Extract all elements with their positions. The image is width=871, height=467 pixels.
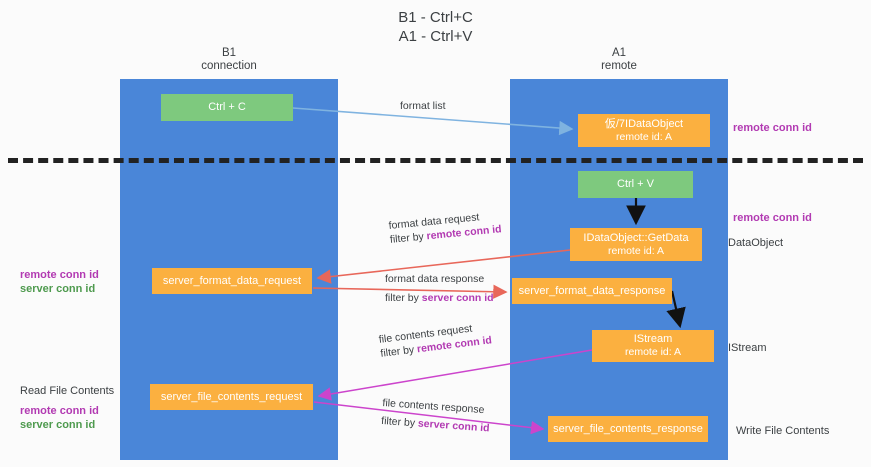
phase-divider	[8, 158, 863, 163]
edge-label-format-list-text: format list	[400, 100, 446, 112]
edge-label-file-contents-response-filter: filter by server conn id	[381, 414, 490, 436]
edge-label-file-contents-request: file contents request filter by remote c…	[378, 319, 493, 360]
edge-label-format-data-request: format data request filter by remote con…	[388, 208, 502, 247]
side-label-dataobject-text: DataObject	[728, 237, 784, 249]
node-dataobject-remote-id: remote id: A	[615, 130, 673, 143]
side-label-write-file-contents: Write File Contents	[736, 424, 829, 438]
node-server-format-data-response-label: server_format_data_response	[518, 284, 666, 297]
node-server-format-data-request-label: server_format_data_request	[162, 274, 302, 287]
lane-header-b1-line2: connection	[201, 60, 257, 72]
lane-header-b1-line1: B1	[221, 47, 237, 59]
side-label-remote-conn-id-mid: remote conn id	[733, 211, 812, 225]
edge-label-format-data-response-filter: filter by server conn id	[385, 291, 494, 305]
edge-label-file-contents-response: file contents response filter by server …	[381, 396, 492, 435]
side-label-left-conn-ids-mid: remote conn id server conn id	[20, 268, 99, 296]
node-ctrl-v[interactable]: Ctrl + V	[578, 171, 693, 198]
node-getdata-remote-id: remote id: A	[607, 244, 665, 257]
side-label-left-remote-conn-id-mid: remote conn id	[20, 269, 99, 281]
node-ctrl-c[interactable]: Ctrl + C	[161, 94, 293, 121]
filter-prefix: filter by	[379, 343, 418, 360]
side-label-istream-text: IStream	[728, 342, 767, 354]
node-dataobject[interactable]: 仮/7IDataObject remote id: A	[578, 114, 710, 147]
edge-label-format-list: format list	[400, 99, 446, 113]
edge-label-format-data-response-text: format data response	[385, 273, 485, 285]
node-server-format-data-request[interactable]: server_format_data_request	[152, 268, 312, 294]
filter-prefix: filter by	[389, 230, 428, 246]
node-server-file-contents-response-label: server_file_contents_response	[553, 422, 703, 435]
filter-prefix: filter by	[385, 292, 422, 304]
node-server-file-contents-request[interactable]: server_file_contents_request	[150, 384, 313, 410]
filter-key-server-conn-id: server conn id	[421, 292, 494, 304]
lane-header-a1-line2: remote	[601, 60, 637, 72]
side-label-istream: IStream	[728, 341, 767, 355]
side-label-left-read-file-contents: Read File Contents remote conn id server…	[20, 384, 114, 432]
filter-key-server-conn-id: server conn id	[417, 417, 490, 435]
node-ctrl-v-label: Ctrl + V	[617, 178, 654, 190]
lane-header-b1: B1 connection	[120, 47, 338, 73]
lane-header-a1-line1: A1	[611, 47, 627, 59]
edge-label-format-data-response: format data response filter by server co…	[385, 272, 494, 305]
node-server-file-contents-response[interactable]: server_file_contents_response	[548, 416, 708, 442]
lane-header-a1: A1 remote	[510, 47, 728, 73]
page-title: B1 - Ctrl+C A1 - Ctrl+V	[0, 8, 871, 46]
node-server-file-contents-request-label: server_file_contents_request	[160, 390, 303, 403]
node-istream[interactable]: IStream remote id: A	[592, 330, 714, 362]
node-istream-remote-id: remote id: A	[624, 346, 682, 358]
side-label-remote-conn-id-mid-text: remote conn id	[733, 212, 812, 224]
side-label-left-remote-conn-id-bottom: remote conn id	[20, 405, 99, 417]
side-label-dataobject: DataObject	[728, 236, 783, 250]
node-istream-label: IStream	[633, 333, 673, 345]
filter-prefix: filter by	[380, 414, 419, 430]
node-dataobject-label: 仮/7IDataObject	[604, 117, 684, 130]
side-label-read-file-contents-text: Read File Contents	[20, 385, 115, 397]
node-getdata-label: IDataObject::GetData	[583, 231, 689, 244]
side-label-left-server-conn-id-mid: server conn id	[20, 283, 96, 295]
side-label-remote-conn-id-top: remote conn id	[733, 121, 812, 135]
side-label-left-server-conn-id-bottom: server conn id	[20, 419, 96, 431]
side-label-write-file-contents-text: Write File Contents	[736, 425, 830, 437]
node-server-format-data-response[interactable]: server_format_data_response	[512, 278, 672, 304]
side-label-remote-conn-id-top-text: remote conn id	[733, 122, 812, 134]
title-line-2: A1 - Ctrl+V	[398, 28, 473, 45]
title-line-1: B1 - Ctrl+C	[398, 9, 473, 26]
node-ctrl-c-label: Ctrl + C	[208, 101, 246, 113]
node-idataobject-getdata[interactable]: IDataObject::GetData remote id: A	[570, 228, 702, 261]
